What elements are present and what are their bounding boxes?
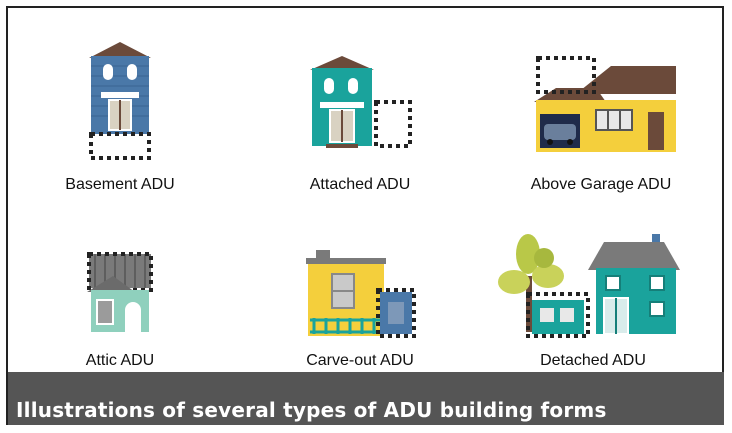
attached-adu-house-icon [310,56,412,148]
above-garage-adu-item: Above Garage ADU [496,36,706,206]
caption-bar: Illustrations of several types of ADU bu… [8,372,724,425]
detached-adu-item: Detached ADU [478,228,708,398]
above-garage-adu-house-icon [534,56,676,152]
detached-adu-house-icon [498,234,680,338]
carve-out-adu-item: Carve-out ADU [260,228,460,398]
attached-adu-label: Attached ADU [309,176,411,193]
carve-out-adu-label: Carve-out ADU [306,352,414,369]
caption-text: Illustrations of several types of ADU bu… [16,398,607,422]
detached-adu-label: Detached ADU [540,352,646,369]
attached-adu-item: Attached ADU [260,36,460,206]
attic-adu-label: Attic ADU [85,352,155,369]
carve-out-adu-house-icon [306,250,416,338]
basement-adu-label: Basement ADU [65,176,175,193]
above-garage-adu-label: Above Garage ADU [530,176,672,193]
attic-adu-house-icon [87,252,153,332]
basement-adu-house-icon [89,42,151,160]
basement-adu-item: Basement ADU [20,36,220,206]
attic-adu-item: Attic ADU [20,228,220,398]
